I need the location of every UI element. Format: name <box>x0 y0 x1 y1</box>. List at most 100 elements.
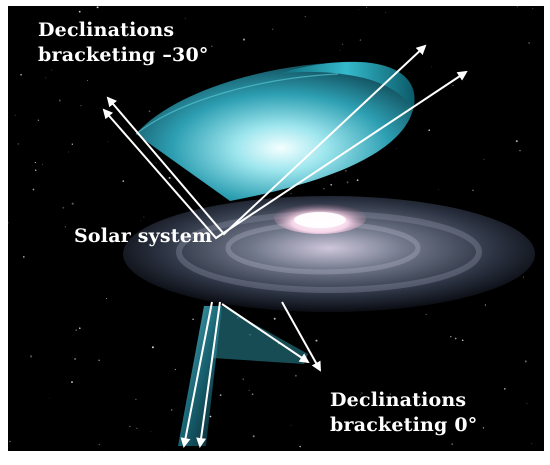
star <box>58 99 61 102</box>
lower-declination-wedge <box>178 306 308 446</box>
star <box>64 226 67 228</box>
star <box>304 16 306 18</box>
lower-bracket-line-left <box>180 301 213 448</box>
star <box>32 188 35 191</box>
lower-wedge-label: Declinations bracketing 0° <box>330 388 477 438</box>
star <box>17 143 20 145</box>
star <box>516 6 518 8</box>
star <box>242 38 246 41</box>
lower-wedge-label-line1: Declinations <box>330 389 467 411</box>
star <box>366 6 368 8</box>
star <box>359 39 362 41</box>
lower-wedge-label-line2: bracketing 0° <box>330 414 478 436</box>
star <box>339 49 341 51</box>
star <box>174 368 177 371</box>
diagram-figure: Declinations bracketing –30° Solar syste… <box>8 6 544 451</box>
star <box>519 149 521 152</box>
star <box>452 84 454 86</box>
star <box>294 374 297 377</box>
diagram-scene <box>8 6 535 451</box>
star <box>330 183 333 186</box>
upper-wedge-label-line1: Declinations <box>38 19 175 41</box>
star <box>8 222 9 224</box>
star <box>151 346 154 349</box>
star <box>425 313 427 315</box>
star <box>143 216 145 218</box>
star <box>451 443 454 446</box>
lower-bracket-line-right <box>196 301 221 448</box>
star <box>323 188 325 190</box>
star <box>531 443 533 445</box>
star <box>71 202 74 205</box>
star <box>184 17 186 19</box>
star <box>211 45 213 48</box>
star <box>41 163 43 165</box>
star <box>71 381 73 384</box>
star <box>272 28 274 30</box>
star <box>114 240 116 242</box>
star <box>273 317 276 320</box>
star <box>37 119 40 122</box>
star <box>345 170 347 172</box>
star <box>106 298 108 300</box>
star <box>389 393 391 395</box>
star <box>135 398 137 401</box>
upper-wedge-label: Declinations bracketing –30° <box>38 18 209 68</box>
star <box>532 7 534 9</box>
solar-system-label: Solar system <box>74 225 213 247</box>
star <box>96 6 99 9</box>
star <box>472 189 474 191</box>
star <box>457 429 460 432</box>
star <box>431 66 433 68</box>
star <box>101 27 104 30</box>
star <box>20 73 22 76</box>
star <box>155 162 157 164</box>
star <box>484 304 486 306</box>
star <box>51 69 53 71</box>
star <box>361 392 363 394</box>
star <box>45 77 47 79</box>
star <box>524 360 527 363</box>
star <box>454 337 457 340</box>
star <box>14 114 16 116</box>
star <box>107 140 109 142</box>
star <box>22 256 25 258</box>
star <box>428 129 431 132</box>
star <box>359 394 361 396</box>
star <box>290 425 292 427</box>
star <box>252 435 255 438</box>
star <box>122 180 125 182</box>
star <box>87 79 89 82</box>
star <box>482 427 485 429</box>
star <box>192 318 194 320</box>
star <box>219 394 222 396</box>
star <box>450 335 452 338</box>
upper-bracket-line-inner <box>102 70 468 240</box>
star <box>209 415 212 418</box>
star <box>503 388 506 390</box>
star <box>346 181 349 184</box>
star <box>71 143 73 145</box>
star <box>98 359 100 361</box>
star <box>136 427 138 429</box>
star <box>242 378 244 380</box>
star <box>98 443 100 446</box>
star <box>248 389 250 392</box>
star <box>526 403 528 405</box>
star <box>49 397 50 399</box>
star <box>483 158 485 160</box>
star <box>528 41 531 44</box>
galaxy-disc <box>123 196 535 312</box>
star <box>437 189 439 190</box>
star <box>79 327 81 329</box>
star <box>170 409 173 411</box>
star <box>461 339 464 341</box>
bracket-lines <box>102 44 468 448</box>
star <box>150 431 152 432</box>
star <box>334 176 336 178</box>
star <box>251 393 254 395</box>
star <box>165 450 167 451</box>
star <box>385 12 386 13</box>
star <box>34 162 36 164</box>
star <box>148 110 151 113</box>
